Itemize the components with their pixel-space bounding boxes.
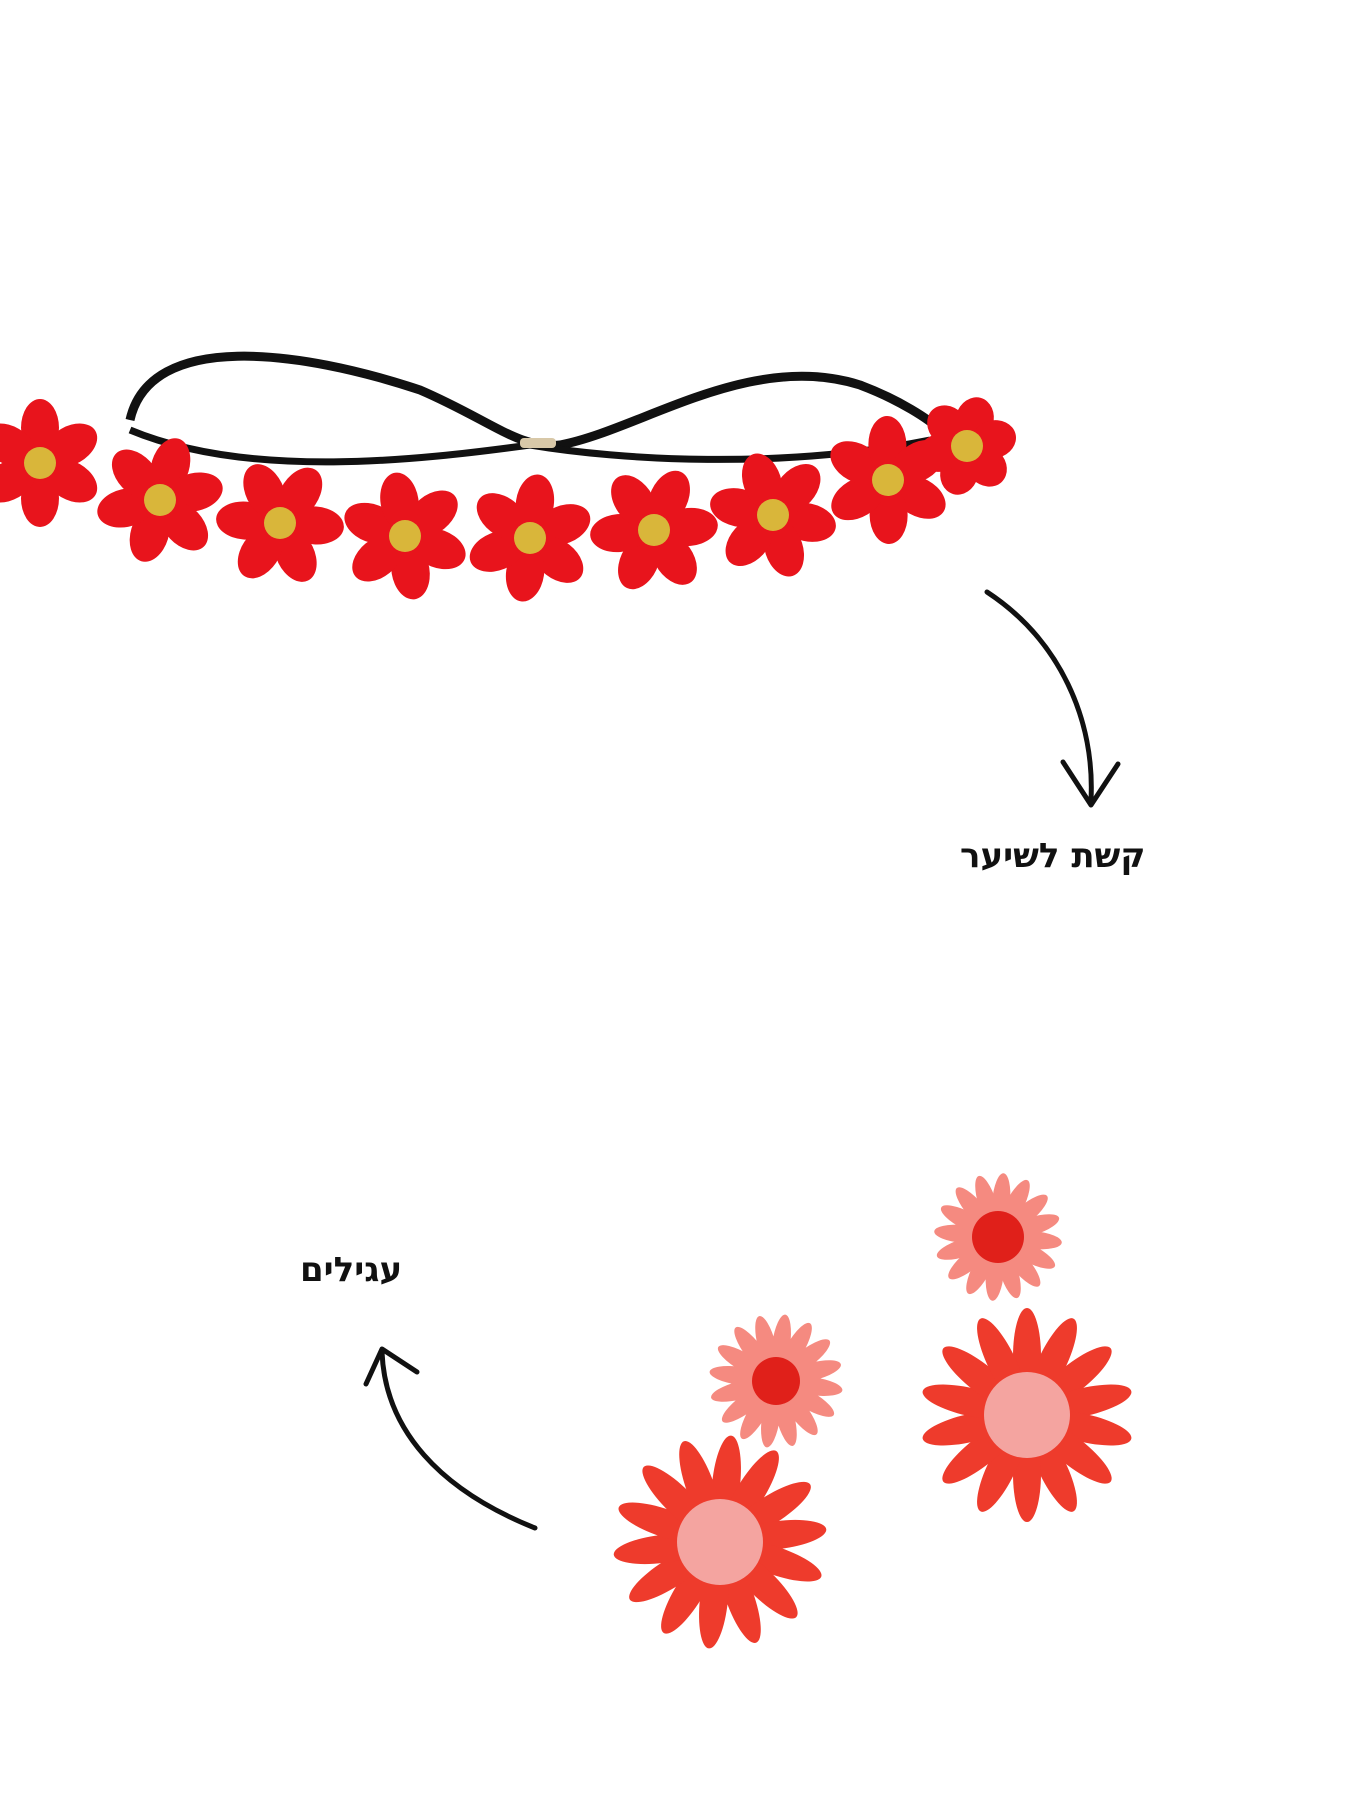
flower xyxy=(830,416,946,544)
flower xyxy=(469,474,591,602)
petal xyxy=(243,464,286,519)
petal xyxy=(532,536,584,583)
headband-elastic xyxy=(125,351,944,451)
flower-center xyxy=(757,499,789,531)
flower-center xyxy=(872,464,904,496)
arrow-to-headband-label xyxy=(984,589,1121,808)
flower xyxy=(97,438,223,562)
flower xyxy=(922,1308,1132,1522)
flower-center xyxy=(24,447,56,479)
petal xyxy=(515,474,555,532)
flower-center xyxy=(389,520,421,552)
petal xyxy=(725,516,774,567)
petal xyxy=(380,472,419,530)
petal xyxy=(647,470,690,526)
flower-center xyxy=(638,514,670,546)
flower xyxy=(216,464,344,582)
flower-center xyxy=(677,1499,763,1585)
earrings-label: עגילים xyxy=(300,1250,403,1290)
petal xyxy=(469,530,525,572)
flower-headband-image xyxy=(0,351,1016,602)
arrow-to-earrings-label xyxy=(363,1346,538,1531)
flower-center xyxy=(984,1372,1070,1458)
flower-center xyxy=(144,484,176,516)
flower xyxy=(918,397,1016,495)
petal xyxy=(0,458,37,503)
petal xyxy=(352,534,404,582)
flower-center xyxy=(951,430,983,462)
petal xyxy=(159,501,209,551)
daisy-earrings-image xyxy=(613,1173,1132,1649)
petal xyxy=(43,423,98,468)
petal xyxy=(651,532,697,585)
flower-center xyxy=(264,507,296,539)
petal xyxy=(406,490,458,538)
petal xyxy=(111,449,161,499)
petal xyxy=(741,453,783,510)
petal xyxy=(274,527,317,582)
petal xyxy=(0,423,37,468)
flower-center xyxy=(972,1211,1024,1263)
flower xyxy=(344,472,466,600)
petal xyxy=(611,475,657,528)
petal xyxy=(772,463,821,514)
flower xyxy=(709,1314,843,1448)
petal xyxy=(831,476,885,521)
flower xyxy=(0,399,98,527)
headband-label: קשת לשיער xyxy=(960,836,1146,876)
petal xyxy=(763,520,805,577)
flower xyxy=(710,453,836,577)
petal xyxy=(476,493,528,540)
headband-clasp xyxy=(520,438,556,448)
flower xyxy=(590,470,718,590)
flower-center xyxy=(514,522,546,554)
flower-center xyxy=(752,1357,800,1405)
flower xyxy=(613,1435,827,1649)
flower xyxy=(934,1173,1062,1301)
